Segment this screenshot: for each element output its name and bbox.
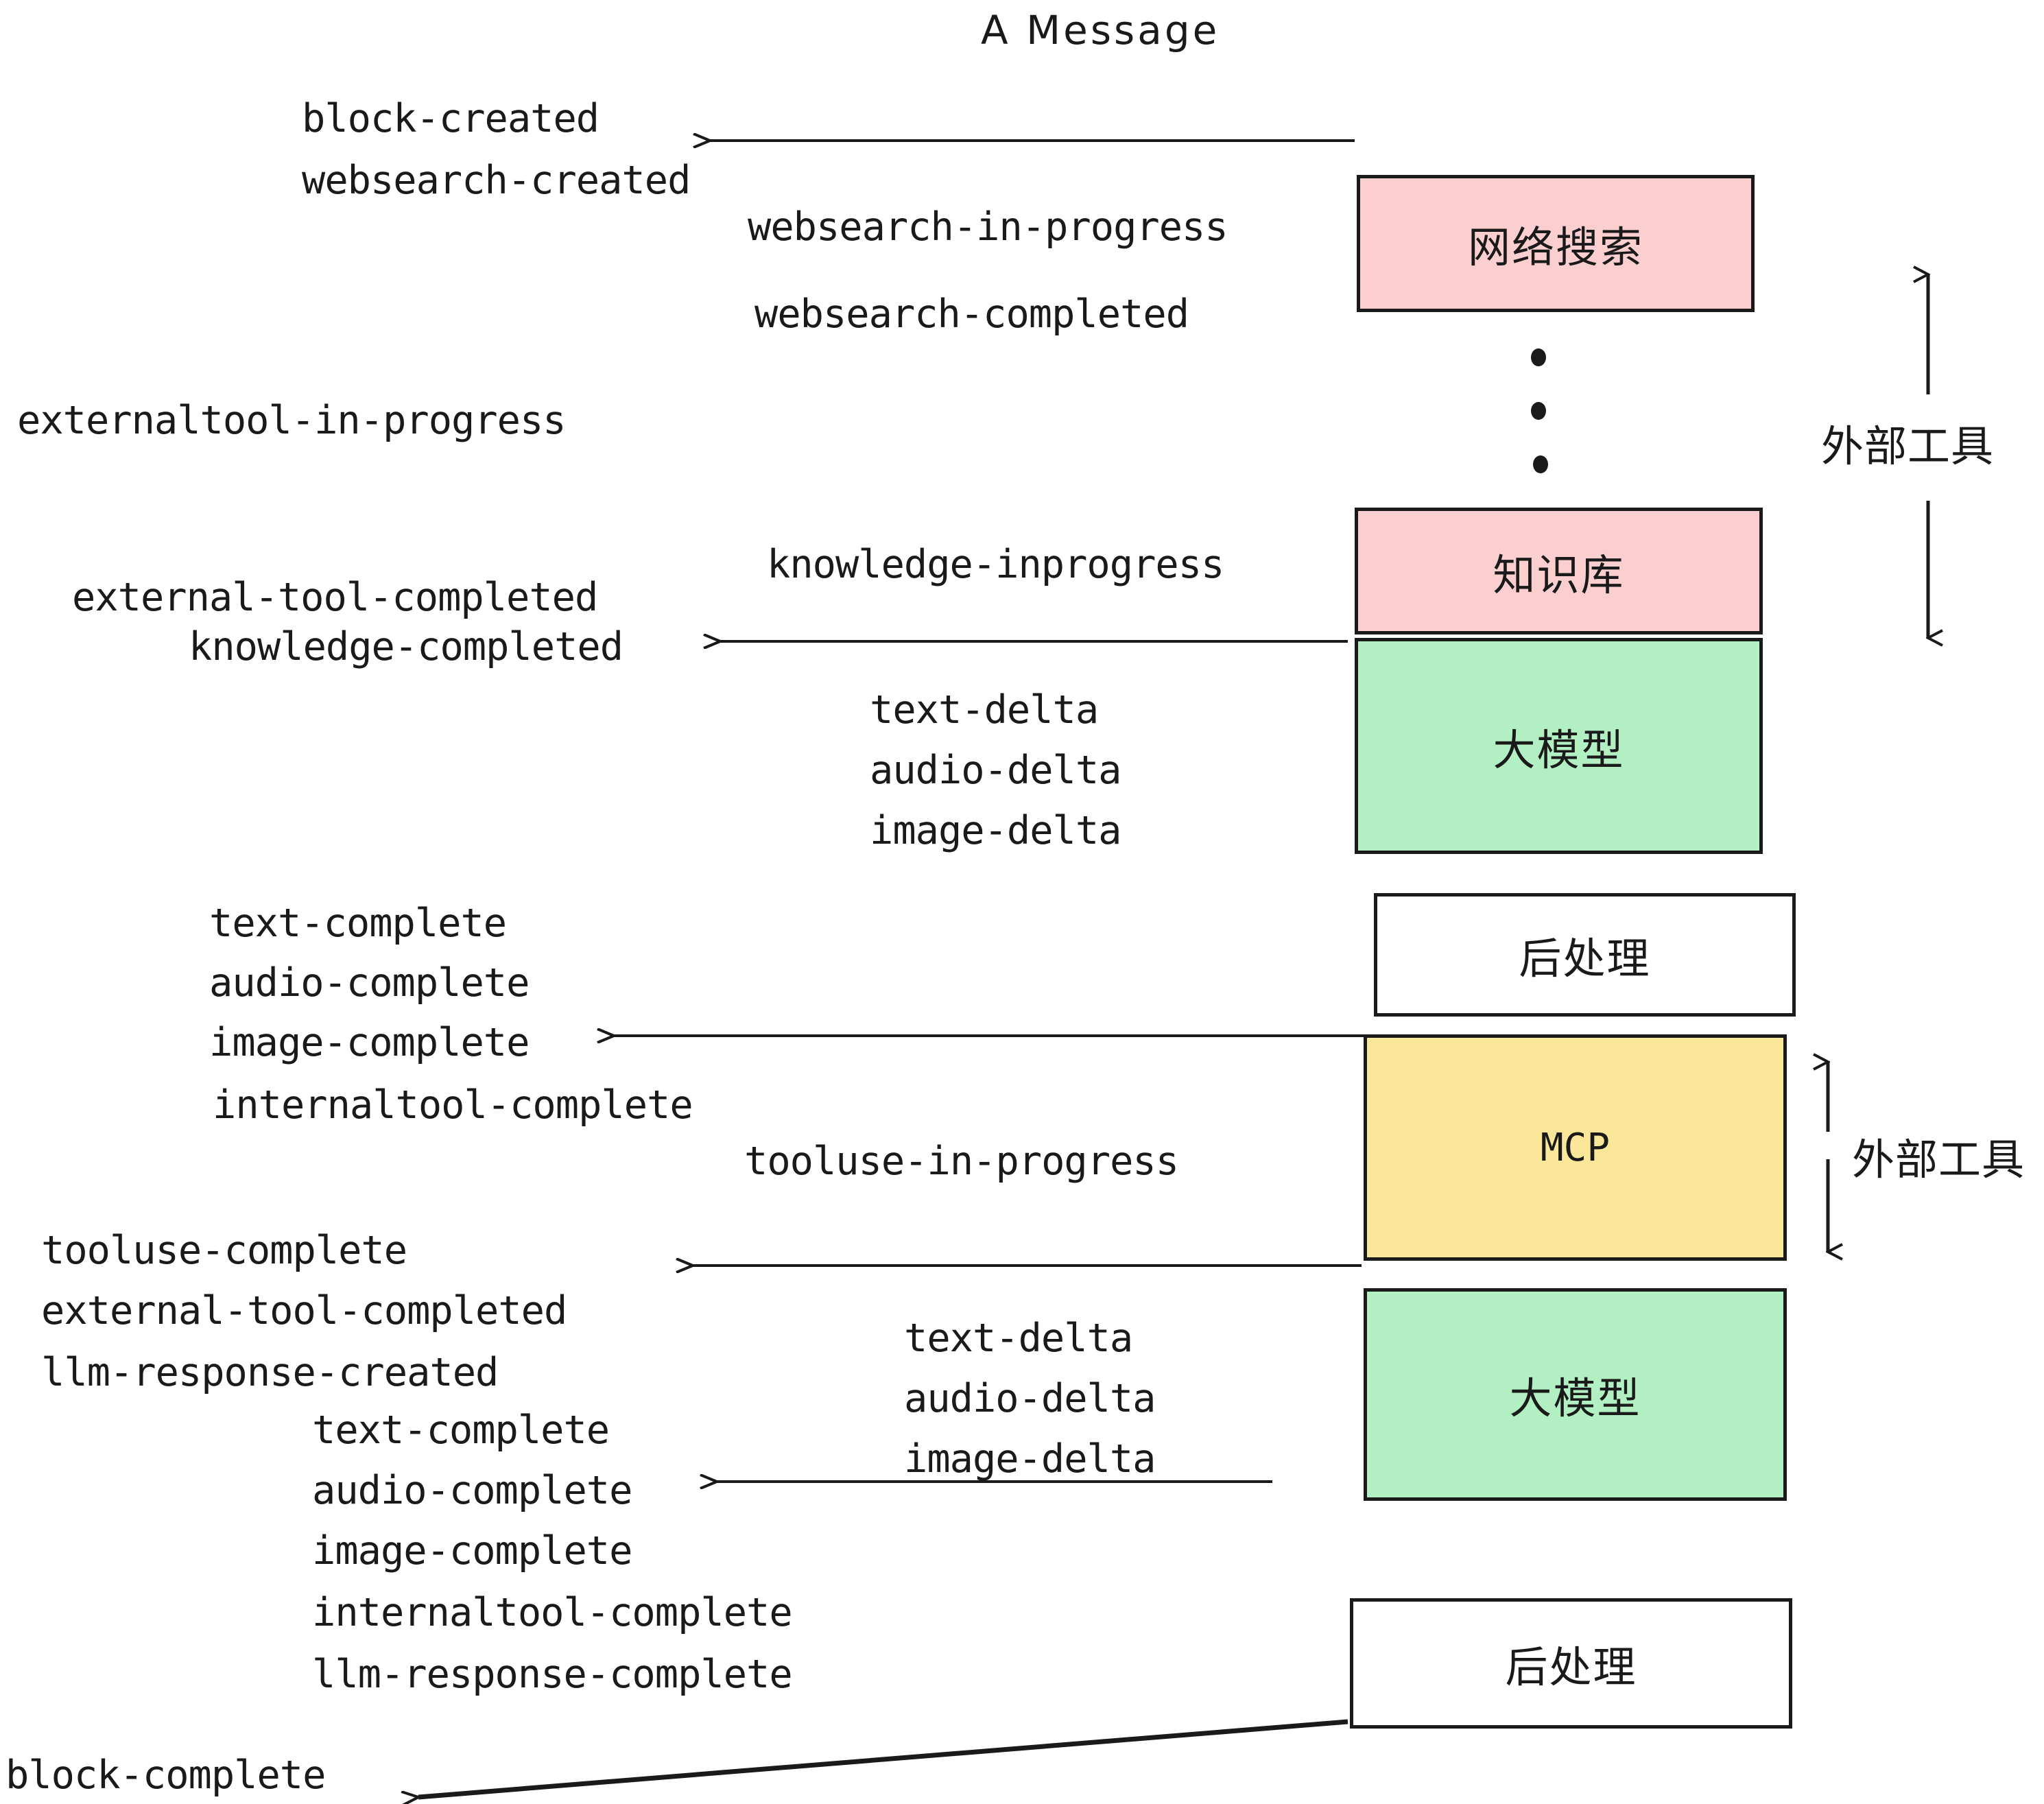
- node-knowledge-label: 知识库: [1493, 549, 1625, 600]
- event-external-tool-completed-2: external-tool-completed: [41, 1288, 567, 1333]
- event-text-delta-1: text-delta: [870, 687, 1099, 733]
- event-audio-complete-1: audio-complete: [209, 960, 530, 1006]
- event-knowledge-inprogress: knowledge-inprogress: [767, 542, 1224, 587]
- event-externaltool-in-progress: externaltool-in-progress: [17, 398, 567, 443]
- event-image-delta-2: image-delta: [904, 1436, 1156, 1482]
- node-llm-1-label: 大模型: [1493, 724, 1625, 775]
- node-mcp-label: MCP: [1540, 1125, 1611, 1170]
- node-postprocess-1-label: 后处理: [1519, 934, 1651, 984]
- event-block-created: block-created: [302, 96, 599, 141]
- event-external-tool-completed-1: external-tool-completed: [72, 575, 598, 620]
- diagram-title: A Message: [981, 7, 1220, 54]
- node-llm-1[interactable]: 大模型: [1355, 638, 1763, 854]
- event-llm-response-complete: llm-response-complete: [312, 1652, 793, 1697]
- ellipsis-dot-1: [1531, 348, 1546, 366]
- node-knowledge[interactable]: 知识库: [1355, 508, 1763, 634]
- arrow-post2-to-block-complete: [418, 1719, 1348, 1797]
- side-label-external-tools-top: 外部工具: [1821, 421, 1995, 471]
- event-text-delta-2: text-delta: [904, 1316, 1133, 1361]
- event-audio-delta-1: audio-delta: [870, 748, 1121, 793]
- event-websearch-created: websearch-created: [302, 158, 691, 203]
- event-tooluse-in-progress: tooluse-in-progress: [744, 1139, 1179, 1184]
- event-tooluse-complete: tooluse-complete: [41, 1228, 407, 1273]
- event-knowledge-completed: knowledge-completed: [189, 624, 623, 669]
- event-internaltool-complete-1: internaltool-complete: [213, 1082, 693, 1128]
- event-audio-delta-2: audio-delta: [904, 1376, 1156, 1421]
- event-internaltool-complete-2: internaltool-complete: [312, 1590, 793, 1635]
- node-websearch[interactable]: 网络搜索: [1357, 175, 1755, 312]
- node-llm-2[interactable]: 大模型: [1364, 1288, 1787, 1501]
- event-image-complete-1: image-complete: [209, 1020, 530, 1065]
- node-mcp[interactable]: MCP: [1364, 1034, 1787, 1261]
- event-llm-response-created: llm-response-created: [41, 1350, 499, 1395]
- node-postprocess-2-label: 后处理: [1505, 1642, 1637, 1692]
- ellipsis-dot-3: [1533, 455, 1548, 473]
- event-image-delta-1: image-delta: [870, 808, 1121, 853]
- event-websearch-completed: websearch-completed: [754, 292, 1189, 337]
- ellipsis-dot-2: [1531, 402, 1546, 420]
- event-text-complete-1: text-complete: [209, 901, 507, 946]
- node-postprocess-1[interactable]: 后处理: [1374, 893, 1796, 1017]
- side-label-external-tools-bottom: 外部工具: [1852, 1135, 2025, 1185]
- node-llm-2-label: 大模型: [1509, 1373, 1641, 1423]
- event-text-complete-2: text-complete: [312, 1408, 610, 1453]
- event-audio-complete-2: audio-complete: [312, 1468, 632, 1513]
- node-websearch-label: 网络搜索: [1467, 222, 1643, 272]
- event-websearch-in-progress: websearch-in-progress: [748, 204, 1228, 250]
- event-block-complete: block-complete: [5, 1753, 326, 1798]
- event-image-complete-2: image-complete: [312, 1528, 632, 1574]
- node-postprocess-2[interactable]: 后处理: [1350, 1598, 1792, 1729]
